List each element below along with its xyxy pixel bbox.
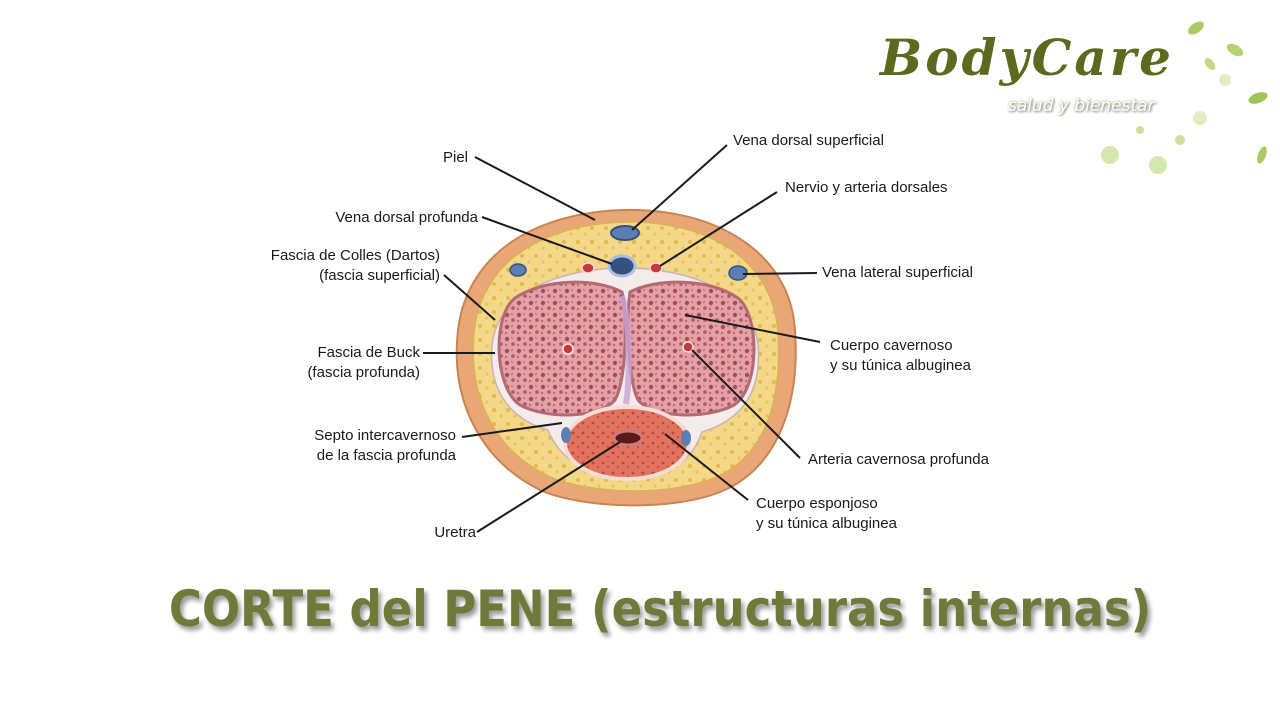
corpus-cavernosum-left [497,280,627,417]
label-cuerpo-cavernoso-2: y su túnica albuginea [830,357,971,374]
label-vena-dorsal-profunda: Vena dorsal profunda [335,209,478,226]
septum [619,295,632,405]
page-title: CORTE del PENE (estructuras internas) [168,580,1152,638]
brand-logo: BodyCare salud y bienestar [880,28,1200,128]
dorsal-artery-left [581,262,595,274]
label-arteria-cavernosa: Arteria cavernosa profunda [808,451,989,468]
lateral-vein-left [509,263,527,277]
label-vena-dorsal-superficial: Vena dorsal superficial [733,132,884,149]
label-fascia-buck-1: Fascia de Buck [317,344,420,361]
label-uretra: Uretra [434,524,476,541]
label-septo-2: de la fascia profunda [316,447,456,464]
label-fascia-colles-2: (fascia superficial) [319,267,440,284]
label-vena-lateral: Vena lateral superficial [822,264,973,281]
spongiosum-vein-right [681,430,691,446]
leader-lines [423,144,821,533]
leaf-decoration [1101,21,1268,174]
deep-dorsal-vein [607,254,637,278]
label-cuerpo-cavernoso-1: Cuerpo cavernoso [830,337,953,354]
label-fascia-buck-2: (fascia profunda) [307,364,420,381]
spongiosum-vein-left [561,427,571,443]
dorsal-artery-right [649,262,663,274]
brand-name: BodyCare [880,28,1174,87]
brand-tagline: salud y bienestar [1008,96,1155,116]
label-cuerpo-esponjoso-1: Cuerpo esponjoso [756,495,878,512]
label-nervio-arteria: Nervio y arteria dorsales [785,179,948,196]
cavernous-artery-right [682,341,694,353]
label-fascia-colles-1: Fascia de Colles (Dartos) [270,247,440,264]
label-septo-1: Septo intercavernoso [314,427,456,444]
cavernous-artery-left [562,343,574,355]
label-cuerpo-esponjoso-2: y su túnica albuginea [756,515,897,532]
label-piel: Piel [442,149,468,166]
urethra [612,429,644,447]
